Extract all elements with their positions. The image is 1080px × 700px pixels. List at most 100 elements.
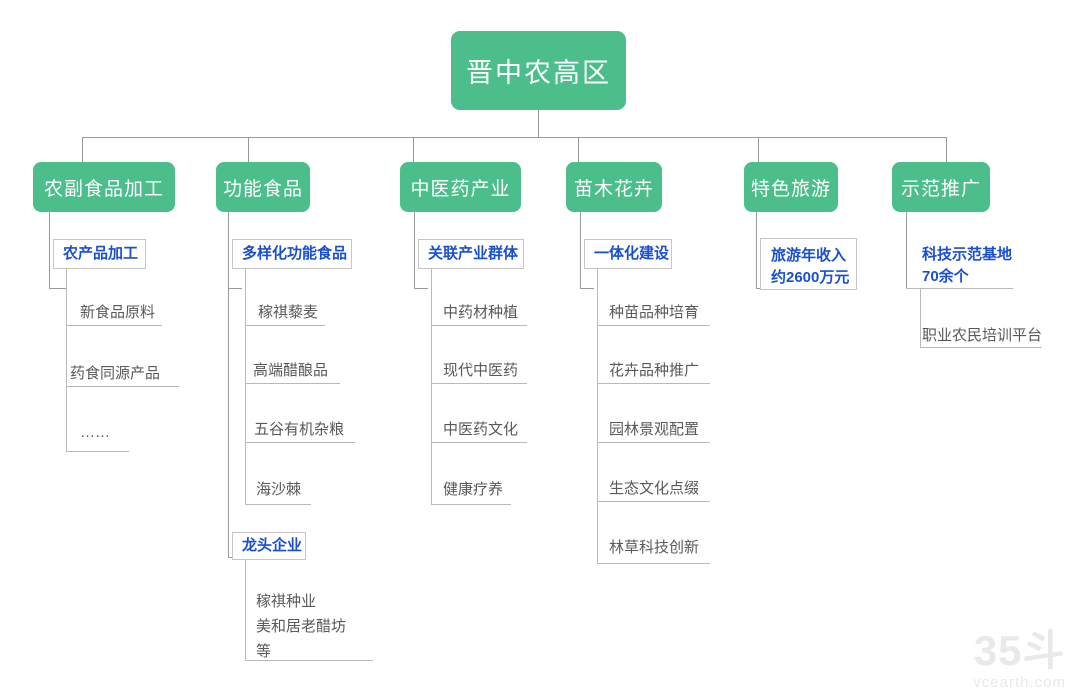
connector-leaf-4-1-2-underline [597,383,710,384]
category-node-4-label: 苗木花卉 [573,178,654,200]
connector-branch-3-elbow [414,288,428,289]
leaf-label: 新食品原料 [80,304,156,321]
subheading-6-1-line2: 70余个 [922,267,969,285]
connector-main-bus [82,137,946,138]
connector-leaf-2-1-1-underline [245,325,325,326]
subheading-3-1[interactable]: 关联产业群体 [418,239,524,269]
subheading-6-1[interactable]: 科技示范基地 70余个 [912,238,1022,288]
connector-leaf-2-1-4-underline [245,504,311,505]
category-node-5[interactable]: 特色旅游 [744,162,838,212]
category-node-2[interactable]: 功能食品 [216,162,310,212]
connector-leaf-4-1-5-underline [597,563,710,564]
leaf-6-1-1[interactable]: 职业农民培训平台 [922,324,1042,345]
leaf-3-1-4[interactable]: 健康疗养 [443,478,503,499]
connector-drop-6 [946,137,947,162]
leaf-4-1-3[interactable]: 园林景观配置 [609,418,699,439]
leaf-label: 种苗品种培育 [609,304,700,321]
leaf-label: 花卉品种推广 [609,362,700,379]
leaf-2-1-4[interactable]: 海沙棘 [256,478,301,499]
connector-branch-2-elbow-a [228,288,242,289]
leaf-label: …… [80,424,110,441]
connector-leaf-3-1-1-underline [431,325,527,326]
category-node-1[interactable]: 农副食品加工 [33,162,175,212]
connector-branch-3-spine [414,212,415,288]
subheading-3-1-label: 关联产业群体 [428,245,519,263]
leaf-label: 园林景观配置 [609,421,700,438]
connector-subheading-6-1-underline [906,288,1013,289]
leaf-1-1-3[interactable]: …… [80,424,110,441]
leaf-1-1-1[interactable]: 新食品原料 [80,301,155,322]
leaf-label: 生态文化点缀 [609,480,700,497]
root-node[interactable]: 晋中农高区 [451,31,626,110]
connector-drop-5 [758,137,759,162]
connector-leaf-4-1-4-underline [597,501,710,502]
connector-leaf-3-1-3-underline [431,442,527,443]
leaf-4-1-5[interactable]: 林草科技创新 [609,536,699,557]
leaf-4-1-4[interactable]: 生态文化点缀 [609,477,699,498]
connector-leaf-1-1-2-underline [66,386,179,387]
leaf-label: 高端醋酿品 [253,362,329,379]
connector-branch-2-spine [228,212,229,557]
leaf-2-2-2: 美和居老醋坊 [256,618,347,635]
leaf-4-1-2[interactable]: 花卉品种推广 [609,359,699,380]
category-node-1-label: 农副食品加工 [43,178,164,200]
leaf-2-1-1[interactable]: 稼祺藜麦 [258,301,318,322]
leaf-2-2-1: 稼祺种业 [256,593,317,610]
connector-leaf-2-1-3-underline [245,442,355,443]
connector-root-stem [538,110,539,137]
category-node-4[interactable]: 苗木花卉 [566,162,662,212]
leaf-label: 海沙棘 [256,481,302,498]
leaf-2-1-2[interactable]: 高端醋酿品 [253,359,328,380]
connector-branch-1-spine [49,212,50,288]
subheading-4-1[interactable]: 一体化建设 [584,239,672,269]
leaf-label: 现代中医药 [443,362,519,379]
leaf-3-1-3[interactable]: 中医药文化 [443,418,518,439]
subheading-1-1-label: 农产品加工 [63,245,139,263]
subheading-2-1[interactable]: 多样化功能食品 [232,239,352,269]
category-node-6-label: 示范推广 [900,178,981,200]
subheading-4-1-label: 一体化建设 [594,245,670,263]
subheading-5-1[interactable]: 旅游年收入 约2600万元 [760,238,857,290]
connector-drop-4 [578,137,579,162]
watermark: 35斗 vcearth.com [973,628,1066,692]
subheading-2-2[interactable]: 龙头企业 [232,532,306,560]
leaf-label: 林草科技创新 [609,539,700,556]
category-node-6[interactable]: 示范推广 [892,162,990,212]
connector-group-6-1-spine [920,288,921,347]
leaf-2-1-3[interactable]: 五谷有机杂粮 [254,418,344,439]
leaf-2-2-block[interactable]: 稼祺种业 美和居老醋坊 等 [256,589,346,664]
connector-branch-4-spine [580,212,581,288]
connector-drop-1 [82,137,83,162]
subheading-1-1[interactable]: 农产品加工 [53,239,146,269]
leaf-2-2-3: 等 [256,643,272,660]
category-node-5-label: 特色旅游 [750,178,831,200]
subheading-5-1-line2: 约2600万元 [771,268,850,286]
subheading-6-1-line1: 科技示范基地 [922,246,1013,263]
category-node-3-label: 中医药产业 [410,178,511,200]
subheading-2-2-label: 龙头企业 [242,537,303,555]
root-node-label: 晋中农高区 [466,58,611,88]
connector-branch-4-elbow [580,288,594,289]
connector-leaf-2-2-underline [245,660,373,661]
connector-leaf-1-1-3-underline [66,451,129,452]
leaf-3-1-1[interactable]: 中药材种植 [443,301,518,322]
connector-leaf-4-1-3-underline [597,442,710,443]
connector-branch-1-elbow [49,288,66,289]
leaf-label: 健康疗养 [443,481,504,498]
connector-drop-2 [248,137,249,162]
connector-branch-5-spine [756,212,757,288]
leaf-label: 稼祺藜麦 [258,304,319,321]
leaf-3-1-2[interactable]: 现代中医药 [443,359,518,380]
connector-drop-3 [413,137,414,162]
leaf-4-1-1[interactable]: 种苗品种培育 [609,301,699,322]
connector-leaf-2-1-2-underline [245,383,340,384]
category-node-3[interactable]: 中医药产业 [400,162,521,212]
leaf-1-1-2[interactable]: 药食同源产品 [70,362,160,383]
leaf-label: 职业农民培训平台 [922,327,1043,344]
leaf-label: 中药材种植 [443,304,519,321]
connector-leaf-3-1-2-underline [431,383,527,384]
connector-leaf-4-1-1-underline [597,325,710,326]
subheading-2-1-label: 多样化功能食品 [242,245,348,263]
connector-leaf-6-1-1-underline [920,347,1042,348]
